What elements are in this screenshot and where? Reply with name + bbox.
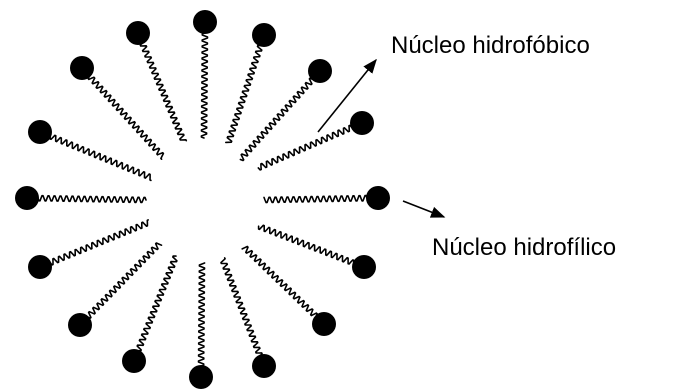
molecule-tail [239, 77, 314, 162]
molecule-tail [49, 219, 149, 266]
molecule-tail [220, 257, 263, 357]
molecule-tail [136, 255, 178, 352]
molecule-head [352, 255, 376, 279]
molecule-head [252, 354, 276, 378]
molecule-head [189, 365, 213, 389]
molecule-head [308, 59, 332, 83]
molecule-head [68, 313, 92, 337]
molecule-tail [257, 224, 355, 265]
molecule-head [28, 255, 52, 279]
molecule-tail [87, 75, 165, 160]
molecule-head [350, 111, 374, 135]
molecule-head [366, 186, 390, 210]
molecule-tail [139, 42, 188, 142]
molecule-head [252, 23, 276, 47]
molecule-head [28, 120, 52, 144]
molecule-tail [263, 194, 368, 204]
micelle-molecules [15, 10, 390, 389]
hydrophobic-core-label: Núcleo hidrofóbico [391, 32, 590, 59]
molecule-tail [200, 32, 209, 139]
molecule-tail [86, 242, 163, 319]
hydrophilic-arrow [402, 200, 446, 218]
molecule-head [193, 10, 217, 34]
molecule-tail [49, 134, 152, 182]
molecule-tail [37, 194, 147, 204]
hydrophobic-arrow [317, 58, 377, 133]
molecule-head [122, 349, 146, 373]
molecule-head [15, 186, 39, 210]
hydrophilic-core-label: Núcleo hidrofílico [432, 234, 616, 261]
molecule-head [312, 312, 336, 336]
molecule-tail [225, 44, 263, 144]
molecule-tail [197, 262, 206, 367]
molecule-tail [241, 245, 318, 318]
molecule-tail [257, 124, 353, 171]
molecule-head [126, 21, 150, 45]
molecule-head [70, 56, 94, 80]
